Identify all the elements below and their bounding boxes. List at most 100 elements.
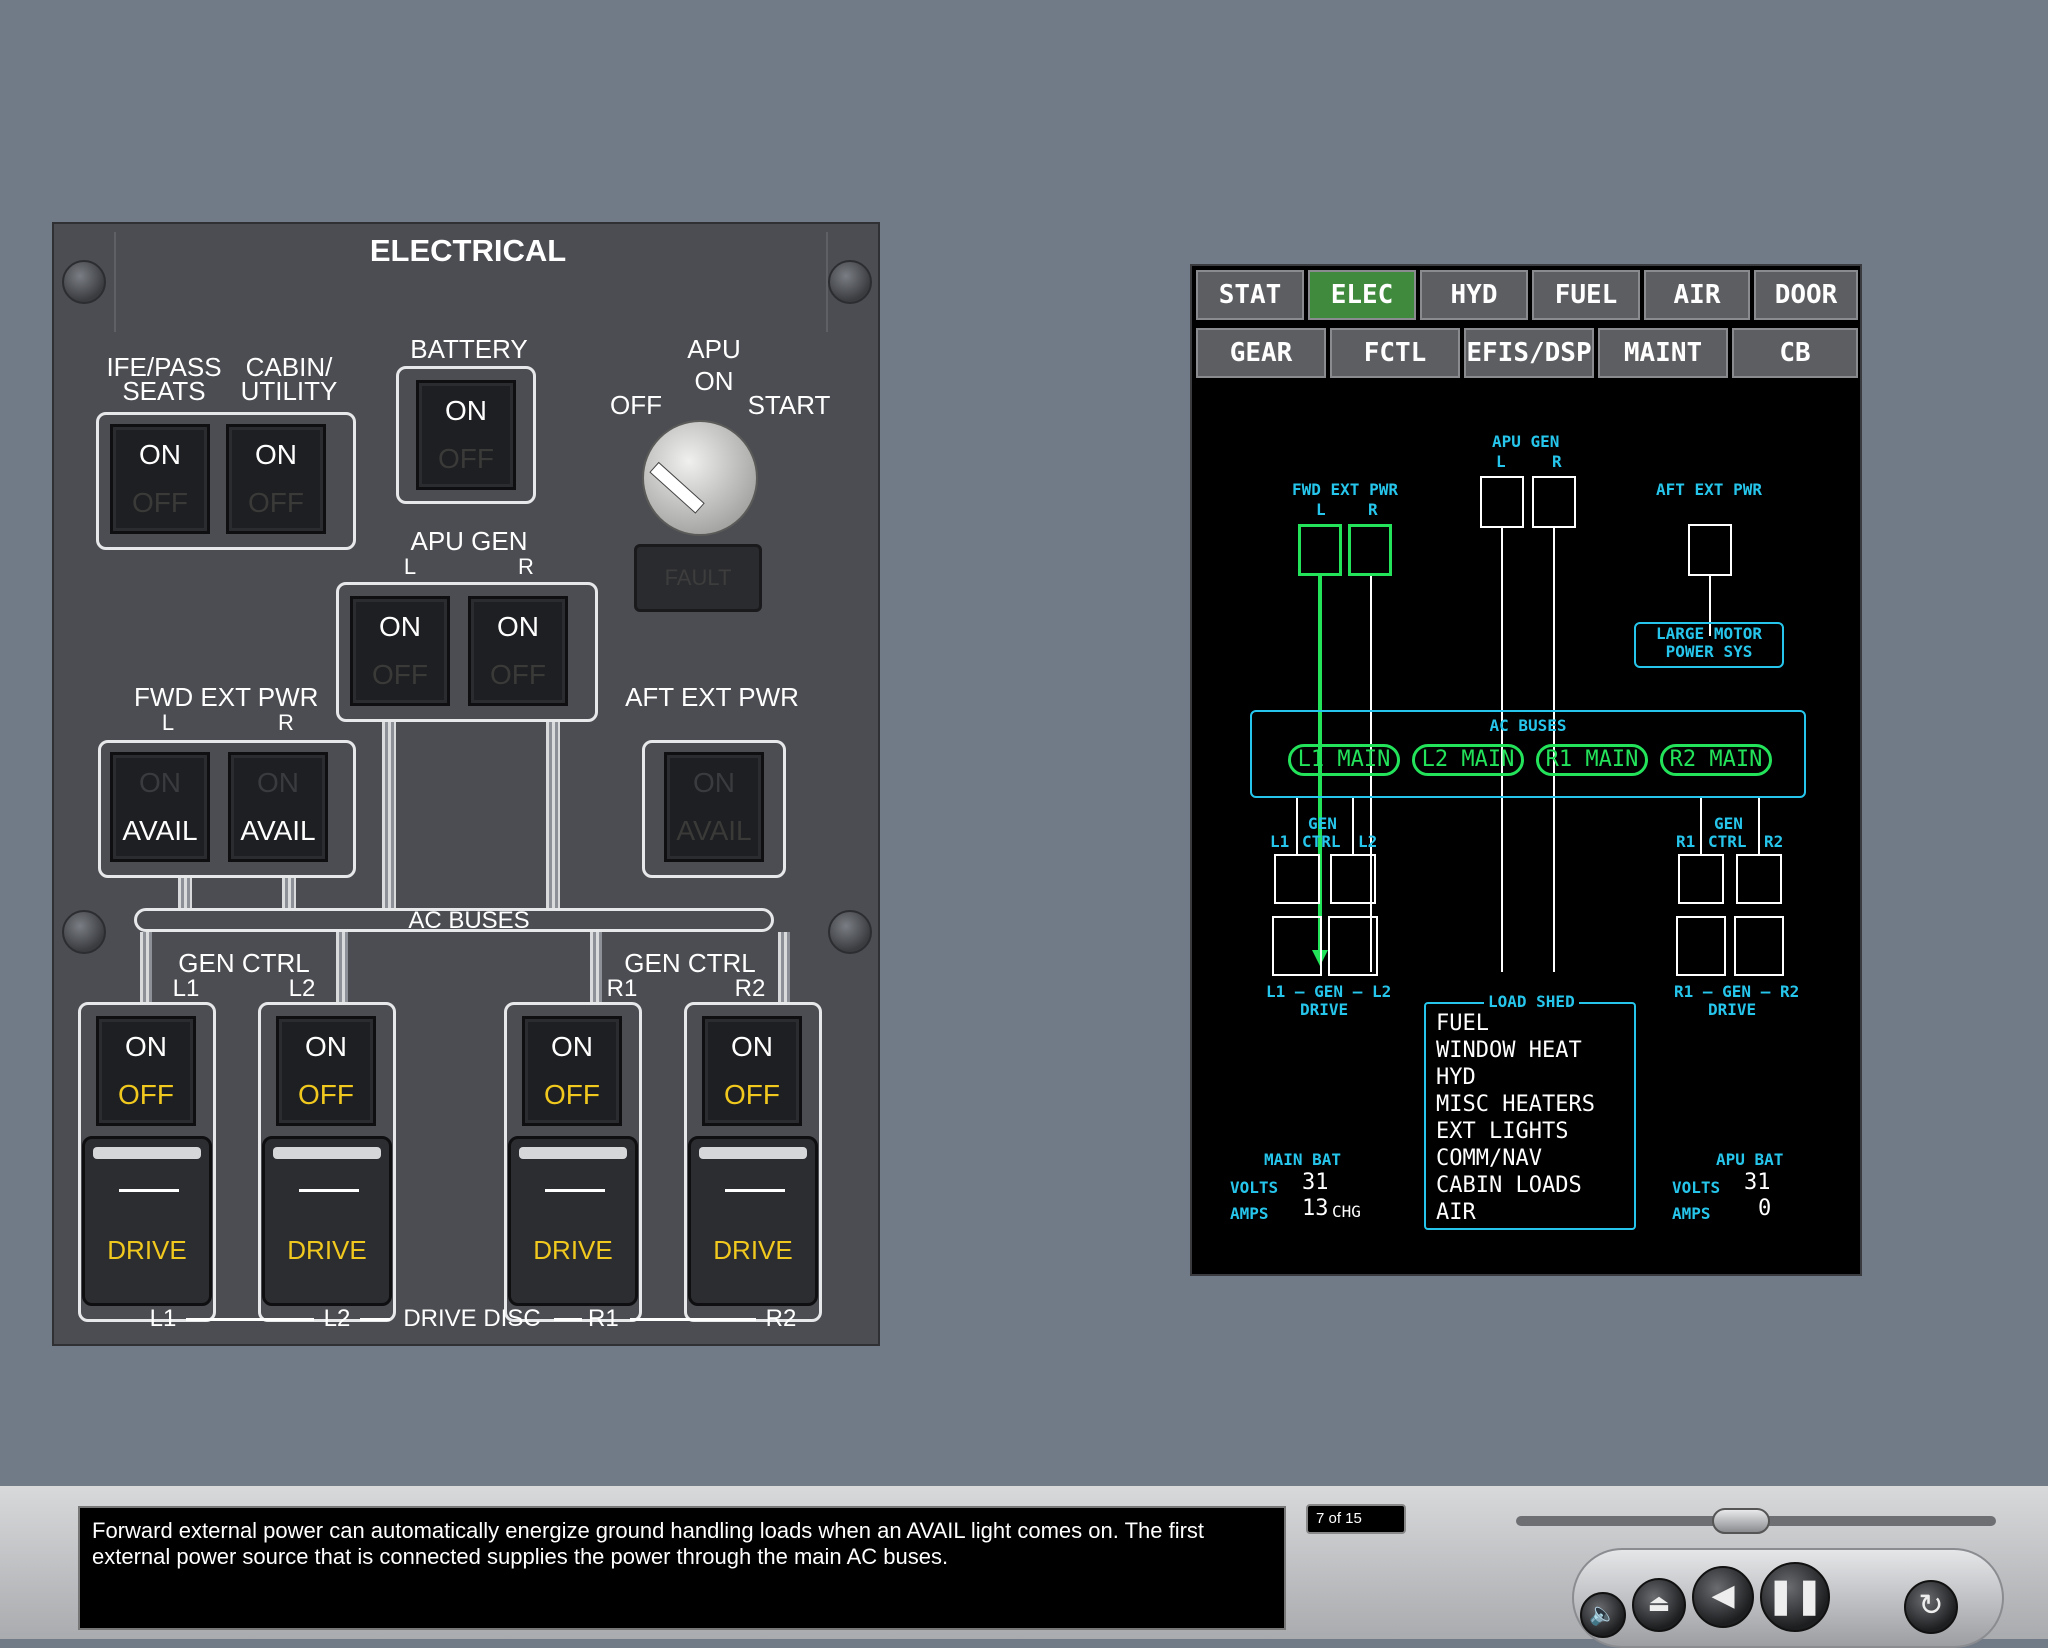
r1-gen-line (1700, 798, 1702, 854)
tab-stat[interactable]: STAT (1196, 270, 1304, 320)
fwd-ext-pwr-caption: FWD EXT PWR (1292, 480, 1398, 499)
gen-ctrl-r2-switch[interactable]: ON OFF (702, 1016, 802, 1126)
aft-ext-box (1688, 524, 1732, 576)
ife-label-2: SEATS (122, 376, 206, 406)
fwd-ext-pwr-l-switch[interactable]: ON AVAIL (110, 752, 210, 862)
tab-cb[interactable]: CB (1732, 328, 1858, 378)
eject-icon[interactable]: ⏏ (1632, 1578, 1686, 1632)
fwd-ext-l-caption: L (1316, 500, 1326, 519)
apu-gen-r-line (1553, 528, 1555, 972)
large-motor-power-sys-box (1634, 622, 1784, 668)
load-shed-item: AIR (1436, 1200, 1476, 1225)
tab-gear[interactable]: GEAR (1196, 328, 1326, 378)
apu-gen-l-switch[interactable]: ON OFF (350, 596, 450, 706)
large-motor-caption-1: LARGE MOTOR (1656, 624, 1762, 643)
fwd-ext-r-box (1348, 524, 1392, 576)
tab-elec[interactable]: ELEC (1308, 270, 1416, 320)
switch-on-legend: ON (445, 395, 487, 426)
cabin-utility-switch[interactable]: ON OFF (226, 424, 326, 534)
drive-disc-r1-switch[interactable]: DRIVE (508, 1136, 638, 1306)
tab-fctl[interactable]: FCTL (1330, 328, 1460, 378)
aft-ext-pwr-label: AFT EXT PWR (625, 682, 799, 712)
load-shed-item: FUEL (1436, 1011, 1489, 1036)
apu-bat-volts-caption: VOLTS (1672, 1178, 1721, 1197)
apu-gen-l-label: L (403, 554, 417, 579)
l1-gen-line (1296, 798, 1298, 854)
fwd-ext-r-caption: R (1368, 500, 1378, 519)
left-drive-caption: L1 — GEN — L2 (1266, 982, 1392, 1001)
battery-switch[interactable]: ON OFF (416, 380, 516, 490)
progress-slider-thumb[interactable] (1712, 1508, 1770, 1534)
aft-ext-pwr-guard (642, 740, 786, 878)
drive-disc-l1-switch[interactable]: DRIVE (82, 1136, 212, 1306)
apu-gen-l-caption: L (1496, 452, 1506, 471)
load-shed-item: CABIN LOADS (1436, 1173, 1582, 1198)
tab-fuel[interactable]: FUEL (1532, 270, 1640, 320)
switch-off-legend: OFF (490, 659, 546, 690)
switch-off-legend: OFF (118, 1079, 174, 1110)
drive-legend: DRIVE (287, 1235, 367, 1265)
narration-caption: Forward external power can automatically… (78, 1506, 1286, 1630)
back-icon[interactable]: ◀ (1692, 1566, 1754, 1628)
screw-icon (828, 260, 872, 304)
fwd-ext-pwr-guard (98, 740, 356, 878)
apu-gen-caption: APU GEN (1492, 432, 1560, 451)
ac-buses-bar (134, 908, 774, 932)
tab-maint[interactable]: MAINT (1598, 328, 1728, 378)
ife-pass-seats-switch[interactable]: ON OFF (110, 424, 210, 534)
gen-ctrl-left-label: GEN CTRL (178, 948, 310, 978)
aft-ext-pwr-switch[interactable]: ON AVAIL (664, 752, 764, 862)
switch-off-legend: OFF (248, 487, 304, 518)
switch-on-legend: ON (693, 767, 735, 798)
bus-r2-main: R2 MAIN (1660, 744, 1772, 776)
fwd-ext-l-feeder (178, 878, 192, 910)
tab-efis-dsp[interactable]: EFIS/DSP (1464, 328, 1594, 378)
switch-on-legend: ON (125, 1031, 167, 1062)
tab-hyd[interactable]: HYD (1420, 270, 1528, 320)
pause-icon[interactable]: ❚❚ (1760, 1562, 1830, 1632)
fwd-ext-pwr-label: FWD EXT PWR (134, 682, 319, 712)
l2-gen-line (1352, 798, 1354, 854)
apu-gen-l-box (1480, 476, 1524, 528)
replay-icon[interactable]: ↻ (1904, 1580, 1958, 1634)
r1-feeder (590, 932, 602, 1004)
apu-gen-r-switch[interactable]: ON OFF (468, 596, 568, 706)
apu-bat-amps-caption: AMPS (1672, 1204, 1711, 1223)
gen-ctrl-l2-switch[interactable]: ON OFF (276, 1016, 376, 1126)
fwd-ext-l-box (1298, 524, 1342, 576)
fwd-ext-l-power-line (1318, 576, 1322, 954)
switch-off-legend: OFF (724, 1079, 780, 1110)
drive-disc-r1-label: R1 (588, 1305, 619, 1332)
gen-ctrl-l1-switch[interactable]: ON OFF (96, 1016, 196, 1126)
tab-door[interactable]: DOOR (1754, 270, 1858, 320)
apu-bat-amps-value: 0 (1758, 1196, 1772, 1221)
gen-ctrl-l2-box (1330, 854, 1376, 904)
volume-icon[interactable]: 🔈 (1580, 1592, 1626, 1638)
main-bat-caption: MAIN BAT (1264, 1150, 1342, 1169)
apu-selector-knob[interactable] (642, 420, 758, 536)
tab-air[interactable]: AIR (1644, 270, 1750, 320)
drive-r1-box (1676, 916, 1726, 976)
switch-off-legend: OFF (132, 487, 188, 518)
gen-ctrl-r1-switch[interactable]: ON OFF (522, 1016, 622, 1126)
electrical-panel: ELECTRICAL IFE/PASS SEATS CABIN/ UTILITY… (52, 222, 880, 1346)
drive-legend: DRIVE (533, 1235, 613, 1265)
l1-feeder (140, 932, 152, 1004)
switch-avail-legend: AVAIL (122, 815, 198, 846)
drive-l2-box (1328, 916, 1378, 976)
left-l2-caption: L2 (1358, 832, 1378, 851)
r2-label: R2 (734, 975, 766, 1002)
drive-disc-r2-switch[interactable]: DRIVE (688, 1136, 818, 1306)
player-bar: Forward external power can automatically… (0, 1486, 2048, 1648)
r1-label: R1 (606, 975, 638, 1002)
large-motor-caption-2: POWER SYS (1665, 642, 1753, 661)
apu-bat-caption: APU BAT (1716, 1150, 1784, 1169)
ac-buses-caption: AC BUSES (1489, 716, 1567, 735)
fwd-ext-pwr-r-switch[interactable]: ON AVAIL (228, 752, 328, 862)
switch-off-legend: OFF (438, 443, 494, 474)
drive-disc-l2-label: L2 (323, 1305, 351, 1332)
apu-label: APU (687, 334, 741, 364)
apu-gen-guard (336, 582, 598, 722)
main-bat-amps-caption: AMPS (1230, 1204, 1269, 1223)
drive-disc-l2-switch[interactable]: DRIVE (262, 1136, 392, 1306)
